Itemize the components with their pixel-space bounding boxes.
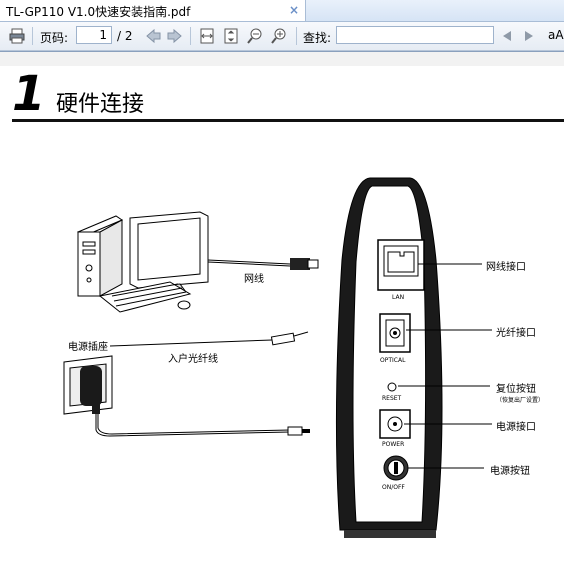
port-optical-label: OPTICAL [380,357,406,364]
computer-icon [76,211,209,313]
fit-width-icon [200,28,214,44]
port-power-label: POWER [382,441,405,448]
find-previous-button[interactable] [500,26,514,46]
power-adapter-icon [80,366,102,414]
callout-reset: 复位按钮 [496,384,536,395]
zoom-in-button[interactable] [270,26,288,46]
toolbar-separator [32,27,33,45]
zoom-out-button[interactable] [246,26,264,46]
toolbar-separator [296,27,297,45]
printer-icon [9,28,25,44]
callout-power: 电源接口 [496,422,536,433]
section-title: 硬件连接 [56,92,145,117]
page-label: 页码: [40,31,69,45]
print-button[interactable] [8,26,26,46]
previous-page-button[interactable] [144,26,162,46]
triangle-right-icon [525,31,533,41]
toolbar: 页码: 1 / 2 [0,22,564,51]
tab-title: TL-GP110 V1.0快速安装指南.pdf [6,5,191,19]
ethernet-plug-icon [290,258,319,270]
port-onoff-label: ON/OFF [382,484,405,491]
search-label: 查找: [303,31,332,45]
find-next-button[interactable] [522,26,536,46]
fit-page-icon [224,28,238,44]
callout-switch: 电源按钮 [490,466,530,477]
arrow-right-icon [167,28,182,44]
zoom-out-icon [247,28,262,44]
page-number-input[interactable]: 1 [76,26,112,44]
callout-lan: 网线接口 [486,262,526,273]
port-lan-label: LAN [392,294,405,301]
section-number: 1 [12,66,46,122]
next-page-button[interactable] [166,26,184,46]
section-rule [12,119,564,122]
arrow-left-icon [146,28,161,44]
document-tab[interactable]: TL-GP110 V1.0快速安装指南.pdf × [0,0,306,21]
close-icon[interactable]: × [289,3,300,17]
fiber-plug-icon [270,331,309,346]
triangle-left-icon [503,31,511,41]
port-reset-label: RESET [382,395,402,402]
font-size-icon[interactable]: aA [548,28,564,42]
document-page [0,51,564,562]
zoom-in-icon [271,28,286,44]
power-outlet-label: 电源插座 [68,342,108,353]
router-device [335,177,443,538]
callout-fiber: 光纤接口 [496,328,536,339]
cable-label: 网线 [244,274,264,285]
search-input[interactable] [336,26,494,44]
fit-page-button[interactable] [222,26,240,46]
callout-reset-note: （恢复出厂设置） [496,397,545,404]
toolbar-separator [190,27,191,45]
page-total: / 2 [117,29,133,43]
dc-plug-icon [287,426,310,436]
fiber-line-label: 入户光纤线 [168,354,218,365]
fit-width-button[interactable] [198,26,216,46]
tab-bar: TL-GP110 V1.0快速安装指南.pdf × [0,0,564,22]
